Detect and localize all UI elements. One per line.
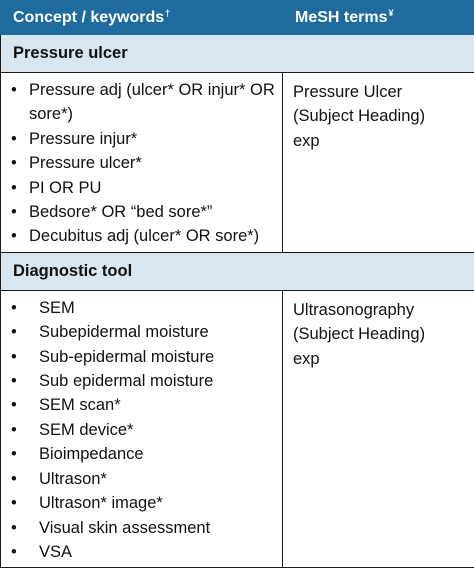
keyword-item: Bedsore* OR “bed sore*” [10, 200, 276, 225]
dagger-mark: † [165, 8, 171, 18]
keyword-item: PI OR PU [10, 176, 276, 201]
keywords-cell: SEM Subepidermal moisture Sub-epidermal … [0, 289, 283, 569]
keyword-item: VSA [10, 540, 276, 565]
mesh-cell: Pressure Ulcer (Subject Heading) exp [282, 72, 474, 253]
header-row: Concept / keywords† MeSH terms¥ [0, 0, 474, 35]
keyword-item: Sub epidermal moisture [10, 369, 276, 394]
keyword-item: Pressure ulcer* [10, 151, 276, 176]
content-row-diagnostic-tool: SEM Subepidermal moisture Sub-epidermal … [0, 289, 474, 569]
mesh-term-explode: exp [293, 131, 320, 150]
header-mesh-terms: MeSH terms¥ [282, 0, 474, 35]
keyword-list: Pressure adj (ulcer* OR injur* OR sore*)… [10, 78, 276, 249]
keyword-item: Sub-epidermal moisture [10, 345, 276, 370]
mesh-term-type: (Subject Heading) [293, 325, 426, 344]
keyword-item: SEM [10, 296, 276, 321]
mesh-term: Pressure Ulcer [293, 83, 403, 101]
keyword-item: Bioimpedance [10, 442, 276, 467]
keywords-cell: Pressure adj (ulcer* OR injur* OR sore*)… [0, 72, 283, 253]
keyword-item: Ultrason* image* [10, 491, 276, 516]
mesh-term: Ultrasonography [293, 300, 415, 319]
section-title: Diagnostic tool [0, 251, 474, 291]
keyword-item: Pressure injur* [10, 127, 276, 152]
mesh-cell: Ultrasonography (Subject Heading) exp [282, 289, 474, 569]
keyword-item: Ultrason* [10, 467, 276, 492]
section-row-pressure-ulcer: Pressure ulcer [0, 34, 474, 73]
keyword-item: Visual skin assessment [10, 516, 276, 541]
keyword-item: Pressure adj (ulcer* OR injur* OR sore*) [10, 78, 276, 127]
mesh-term-type: (Subject Heading) [293, 107, 426, 126]
section-row-diagnostic-tool: Diagnostic tool [0, 251, 474, 291]
header-concept-keywords: Concept / keywords† [0, 0, 283, 35]
content-row-pressure-ulcer: Pressure adj (ulcer* OR injur* OR sore*)… [0, 72, 474, 253]
keyword-list: SEM Subepidermal moisture Sub-epidermal … [10, 296, 276, 565]
keyword-item: SEM device* [10, 418, 276, 443]
mesh-term-explode: exp [293, 349, 320, 368]
yen-mark: ¥ [388, 8, 394, 18]
keyword-item: SEM scan* [10, 393, 276, 418]
keyword-item: Subepidermal moisture [10, 320, 276, 345]
section-title: Pressure ulcer [0, 34, 474, 73]
keyword-item: Decubitus adj (ulcer* OR sore*) [10, 224, 276, 249]
